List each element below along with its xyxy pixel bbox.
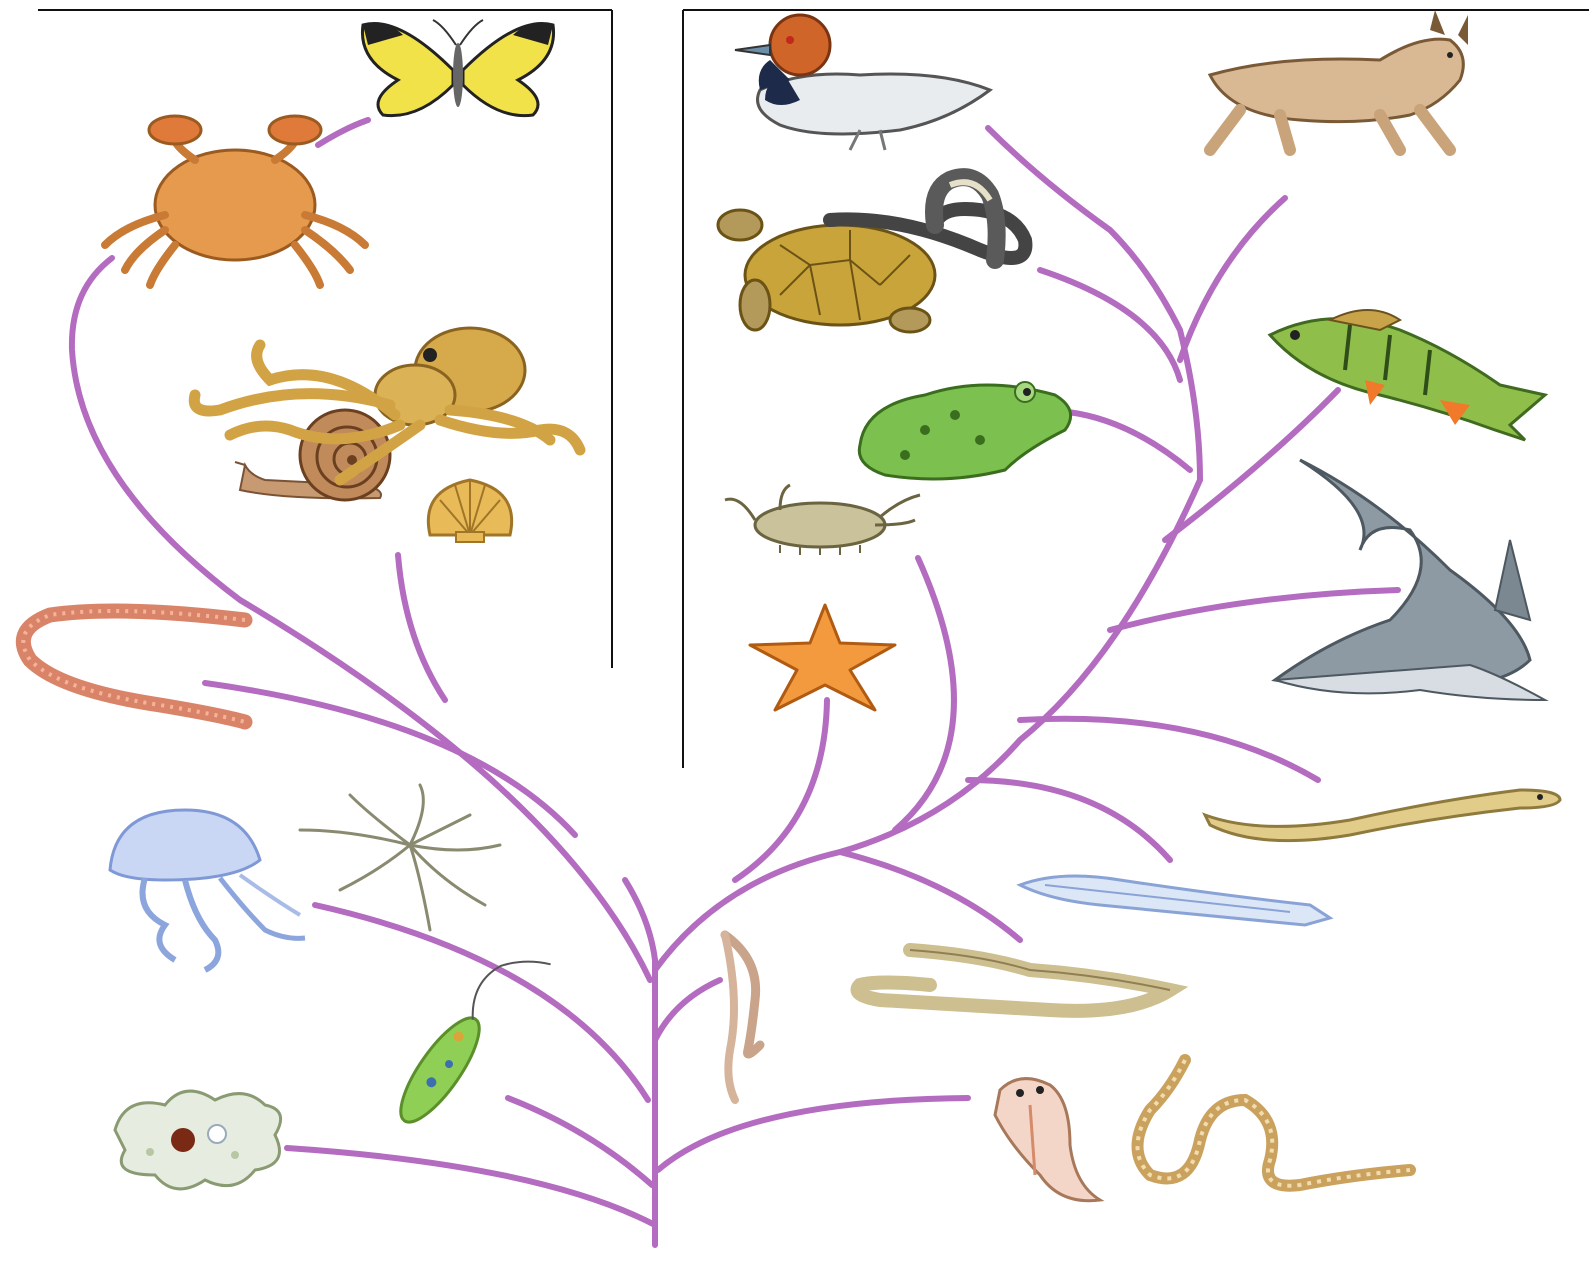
- acorn-worm-icon: [858, 950, 1171, 1011]
- lynx-icon: [1210, 10, 1468, 150]
- branch-flatworm: [658, 1098, 968, 1170]
- branch-roundworm: [655, 980, 720, 1040]
- branch-lancelet: [968, 780, 1170, 860]
- branch-amoeba: [287, 1148, 655, 1225]
- branch-jellyfish: [315, 905, 648, 1100]
- scallop-icon: [428, 480, 511, 542]
- amoeba-icon: [115, 1091, 281, 1189]
- lamprey-icon: [1205, 790, 1560, 841]
- jellyfish-icon: [110, 810, 305, 970]
- flatworm-icon: [995, 1079, 1100, 1201]
- branch-acorn-worm: [840, 852, 1020, 940]
- duck-icon: [735, 15, 990, 150]
- branch-reptile: [1040, 270, 1180, 380]
- tapeworm-icon: [1138, 1060, 1411, 1186]
- branch-earthworm: [205, 683, 575, 835]
- frog-icon: [859, 382, 1070, 479]
- branch-sea-cucumber: [895, 558, 954, 830]
- branch-mollusc: [398, 555, 445, 700]
- branch-lamprey: [1020, 719, 1318, 780]
- butterfly-icon: [362, 20, 553, 116]
- branch-euglena: [508, 1098, 652, 1185]
- branch-shark: [1110, 590, 1398, 630]
- trunk: [625, 880, 655, 1245]
- branch-echinoderm: [735, 700, 827, 880]
- branch-frog: [1068, 412, 1190, 470]
- earthworm-icon: [23, 611, 245, 722]
- branch-arthropod: [318, 120, 368, 145]
- shark-icon: [1275, 460, 1545, 700]
- starfish-icon: [750, 605, 895, 710]
- roundworm-icon: [725, 935, 760, 1100]
- lancelet-icon: [1020, 876, 1330, 925]
- sea-cucumber-icon: [725, 485, 920, 555]
- tree-branches: [72, 120, 1398, 1245]
